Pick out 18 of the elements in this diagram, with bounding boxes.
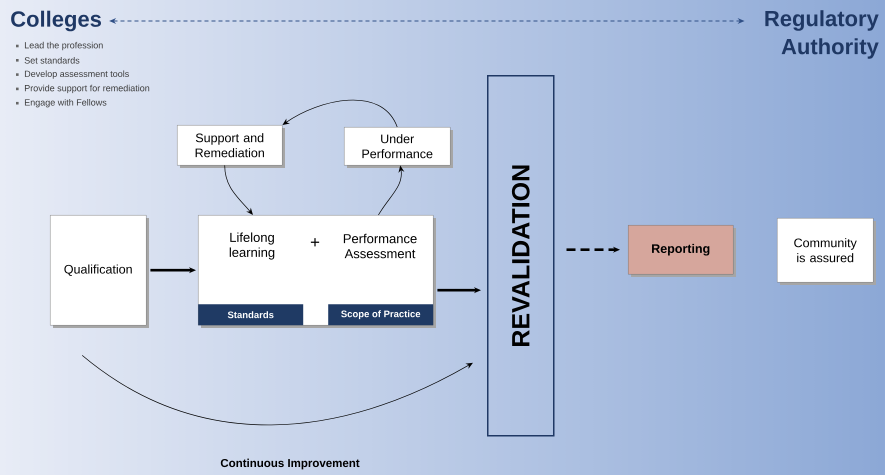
process-box: Under Performance (344, 127, 453, 168)
process-box: Qualification (50, 215, 149, 328)
bullet-item: Develop assessment tools (24, 70, 129, 79)
arrow (224, 165, 253, 215)
vertical-band: REVALIDATION (487, 75, 554, 436)
heading: Regulatory Authority (765, 10, 879, 59)
edge-label: Continuous Improvement (220, 458, 360, 470)
process-box: Support and Remediation (177, 125, 285, 168)
heading: Colleges (11, 10, 101, 32)
label-band: Scope of Practice (328, 304, 434, 326)
process-box: Community is assured (777, 218, 876, 285)
bullet-item: Provide support for remediation (24, 84, 150, 94)
bullet-item: Set standards (24, 57, 80, 64)
process-box: Reporting (628, 225, 736, 277)
bullet-item: Lead the profession (24, 42, 103, 50)
bullet-item: Engage with Fellows (24, 99, 106, 108)
arrow (82, 355, 473, 426)
label-band: Standards (198, 304, 304, 326)
